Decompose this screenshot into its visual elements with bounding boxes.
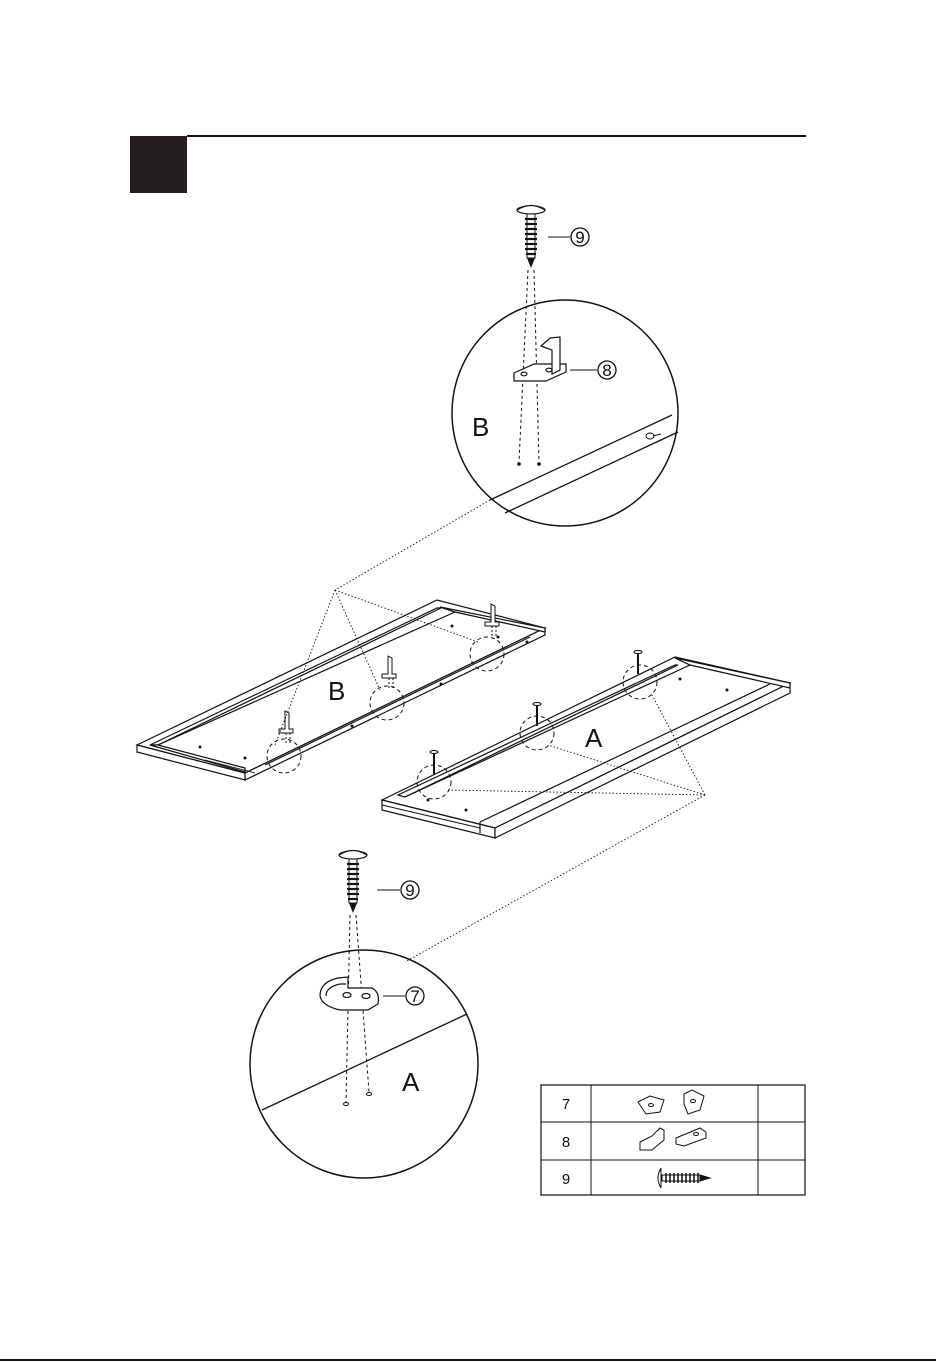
detail-bottom: 9 7 A xyxy=(250,851,478,1179)
panel-edge xyxy=(262,1014,467,1110)
detail-panel-label: B xyxy=(472,412,489,442)
screw-icon xyxy=(430,751,438,775)
screw-icon xyxy=(339,851,367,914)
parts-table: 7 8 9 xyxy=(541,1085,805,1195)
leader-line-top xyxy=(335,500,490,590)
panel-b-label: B xyxy=(328,676,345,706)
detail-top: 9 8 B xyxy=(335,206,678,591)
bracket-part-number: 8 xyxy=(602,361,611,380)
corner-plate-icon xyxy=(320,977,378,1010)
screw-part-number: 9 xyxy=(405,881,414,900)
part-number-cell: 9 xyxy=(562,1171,570,1188)
screw-icon xyxy=(517,206,545,269)
panel-a-label: A xyxy=(585,723,603,753)
detail-circle-bottom xyxy=(250,950,478,1178)
part-number-cell: 8 xyxy=(562,1134,570,1151)
cam-pin-icon xyxy=(646,433,661,439)
part-number-cell: 7 xyxy=(562,1096,570,1113)
angle-bracket-icon xyxy=(514,337,566,381)
screw-part-number: 9 xyxy=(575,228,584,247)
detail-panel-label: A xyxy=(402,1067,420,1097)
step-number-box xyxy=(130,136,187,193)
step-header xyxy=(130,136,806,193)
plate-part-number: 7 xyxy=(410,987,419,1006)
screw-icon xyxy=(634,651,642,675)
